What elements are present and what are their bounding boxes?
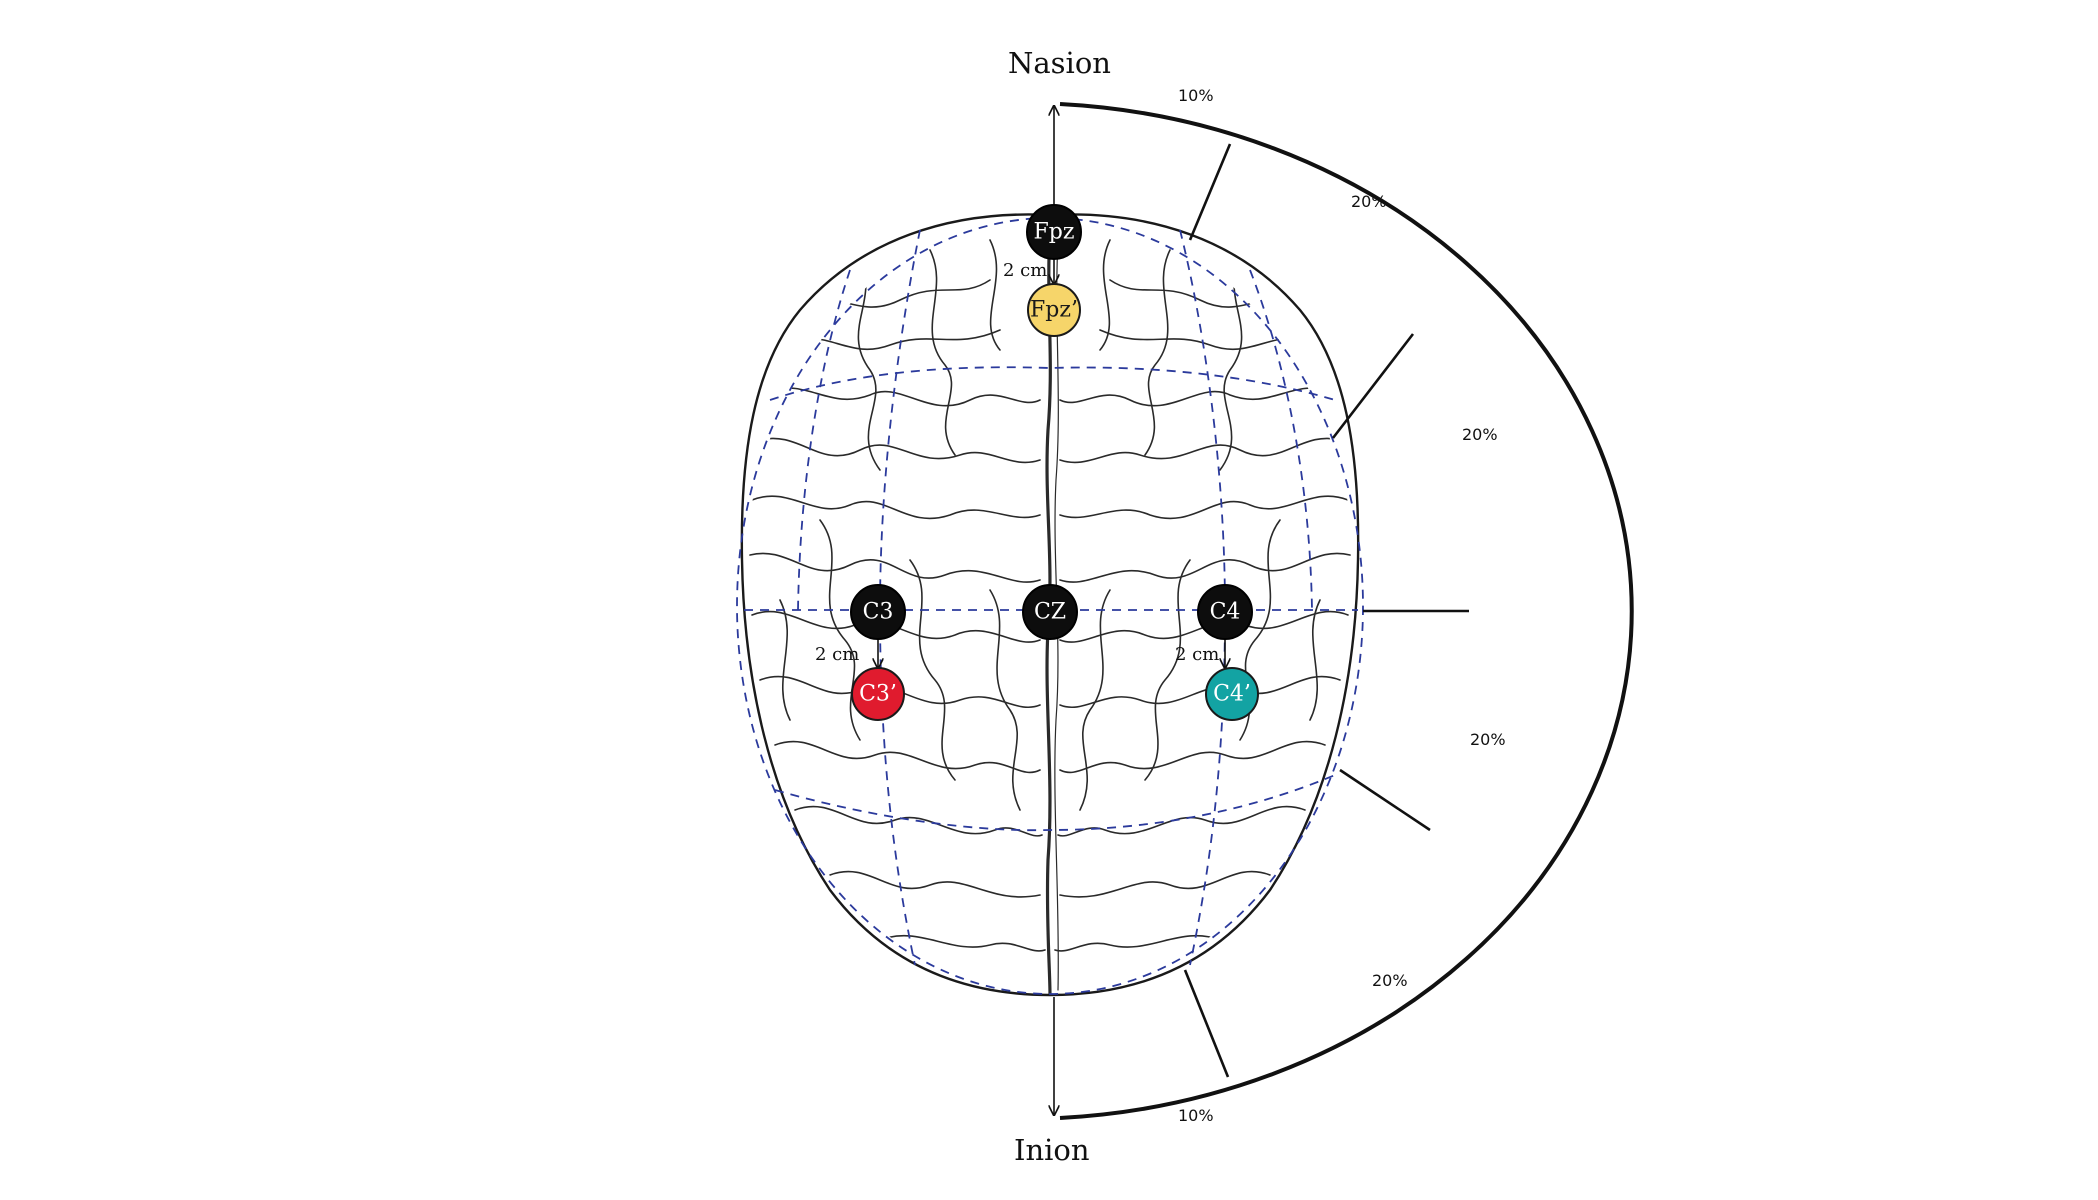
electrode-c4: C4 <box>1197 584 1253 640</box>
electrode-c3-label: C3 <box>863 600 894 625</box>
electrode-cz-dot <box>1022 584 1078 640</box>
fpz-offset-label: 2 cm <box>1003 260 1047 281</box>
right-hemisphere-gyri <box>1054 239 1351 952</box>
electrode-c3-prime-label: C3’ <box>859 682 897 707</box>
electrode-cz: CZ <box>1022 584 1078 640</box>
pct-20-b: 20% <box>1462 425 1498 444</box>
electrode-c4-label: C4 <box>1210 600 1241 625</box>
pct-20-d: 20% <box>1372 971 1408 990</box>
measurement-arc <box>878 102 1634 1120</box>
electrode-fpz: Fpz <box>1026 204 1082 260</box>
arc-tick-1 <box>1188 143 1232 241</box>
electrode-fpz-prime-label: Fpz’ <box>1030 298 1078 323</box>
electrode-fpz-label: Fpz <box>1034 220 1075 245</box>
electrode-c4-prime: C4’ <box>1205 667 1259 721</box>
c4-offset-label: 2 cm <box>1175 644 1219 665</box>
electrode-cz-label: CZ <box>1034 600 1066 625</box>
electrode-fpz-dot <box>1026 204 1082 260</box>
arc-tick-2 <box>1331 333 1415 439</box>
electrode-c3-prime: C3’ <box>851 667 905 721</box>
electrode-c4-dot <box>1197 584 1253 640</box>
c3-offset-label: 2 cm <box>815 644 859 665</box>
pct-20-c: 20% <box>1470 730 1506 749</box>
arc-tick-5 <box>1183 969 1230 1078</box>
pct-top-10: 10% <box>1178 86 1214 105</box>
electrode-c3: C3 <box>850 584 906 640</box>
arc-tick-4 <box>1339 768 1431 832</box>
electrode-c3-dot <box>850 584 906 640</box>
pct-20-a: 20% <box>1351 192 1387 211</box>
electrode-fpz-prime-dot <box>1027 283 1081 337</box>
nasion-inion-arc <box>1059 102 1634 1120</box>
nasion-label: Nasion <box>1008 46 1111 80</box>
pct-bottom-10: 10% <box>1178 1106 1214 1125</box>
electrode-c3-prime-dot <box>851 667 905 721</box>
inion-label: Inion <box>1014 1133 1090 1167</box>
electrode-c4-prime-label: C4’ <box>1213 682 1251 707</box>
electrode-c4-prime-dot <box>1205 667 1259 721</box>
electrode-fpz-prime: Fpz’ <box>1027 283 1081 337</box>
